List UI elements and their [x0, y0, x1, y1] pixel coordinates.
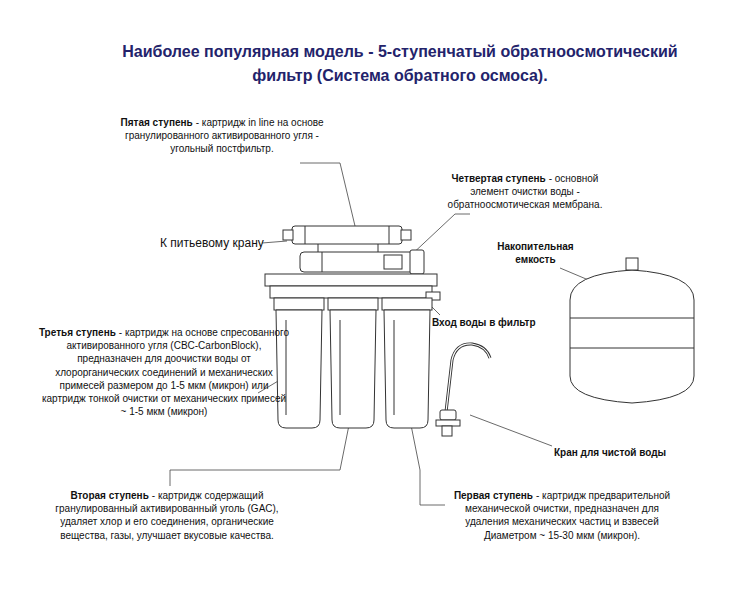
callout-group: Четвертая ступень- основной элемент очис… — [440, 172, 610, 212]
callout-group: Вход воды в фильтр — [432, 316, 552, 329]
callout-text: К питьевому крану — [160, 236, 264, 250]
callout-group: Накопительная емкость — [488, 240, 583, 266]
callout-group: Кран для чистой воды — [554, 446, 674, 459]
callout-group: Третья ступень- картридж на основе спрес… — [38, 326, 290, 418]
callout-group: Вторая ступень- картридж содержащий гран… — [52, 489, 282, 542]
stage-heading: Первая ступень — [454, 490, 533, 501]
callout-group: Пятая ступень- картридж in line на основ… — [112, 116, 332, 156]
stage-heading: Вход воды в фильтр — [432, 317, 536, 328]
callout-text: - картридж на основе спресованного актив… — [42, 327, 289, 417]
stage-heading: Пятая ступень — [121, 117, 193, 128]
callout-group: К питьевому крану — [160, 236, 270, 252]
stage-heading: Накопительная емкость — [497, 241, 573, 265]
callout-group: Первая ступень- картридж предварительной… — [446, 489, 678, 542]
stage-heading: Третья ступень — [39, 327, 116, 338]
stage-heading: Вторая ступень — [70, 490, 148, 501]
stage-heading: Четвертая ступень — [452, 173, 546, 184]
stage-heading: Кран для чистой воды — [554, 447, 666, 458]
diagram-title: Наиболее популярная модель - 5-ступенчат… — [100, 40, 700, 88]
